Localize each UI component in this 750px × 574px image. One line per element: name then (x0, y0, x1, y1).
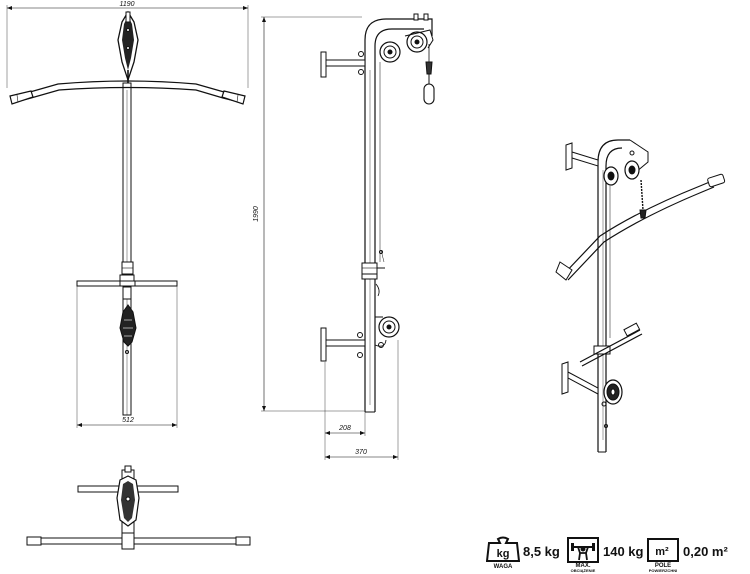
floor-area-icon: m² POLE POWIERZCHNI (646, 536, 680, 573)
max-load-icon: MAX. OBCIĄŻENIE (566, 536, 600, 573)
spec-max-load-caption-sub: OBCIĄŻENIE (570, 568, 596, 573)
isometric-view (555, 139, 726, 453)
spec-weight-caption: WAGA (493, 564, 513, 570)
dim-lower-bar-width: 512 (122, 417, 134, 424)
spec-weight-value: 8,5 kg (523, 543, 560, 559)
top-view (26, 465, 251, 550)
spec-area: m² POLE POWIERZCHNI 0,20 m² (646, 531, 728, 573)
dim-wall-depth: 208 (338, 425, 351, 432)
kg-weight-icon: kg WAGA (486, 536, 520, 570)
dim-top-width: 1190 (119, 1, 134, 8)
spec-max-load-value: 140 kg (603, 543, 644, 559)
dim-height: 1990 (253, 206, 260, 222)
spec-area-value: 0,20 m² (683, 543, 728, 559)
spec-max-load-caption: MAX. (575, 563, 591, 569)
svg-text:m²: m² (655, 546, 669, 558)
spec-area-caption-sub: POWIERZCHNI (648, 568, 678, 573)
side-view (261, 13, 435, 460)
spec-max-load: MAX. OBCIĄŻENIE 140 kg (566, 531, 644, 573)
dim-total-depth: 370 (355, 449, 367, 456)
front-view (6, 5, 249, 428)
spec-weight: kg WAGA 8,5 kg (486, 531, 560, 571)
spec-area-caption: POLE (654, 563, 672, 569)
svg-text:kg: kg (497, 548, 510, 560)
